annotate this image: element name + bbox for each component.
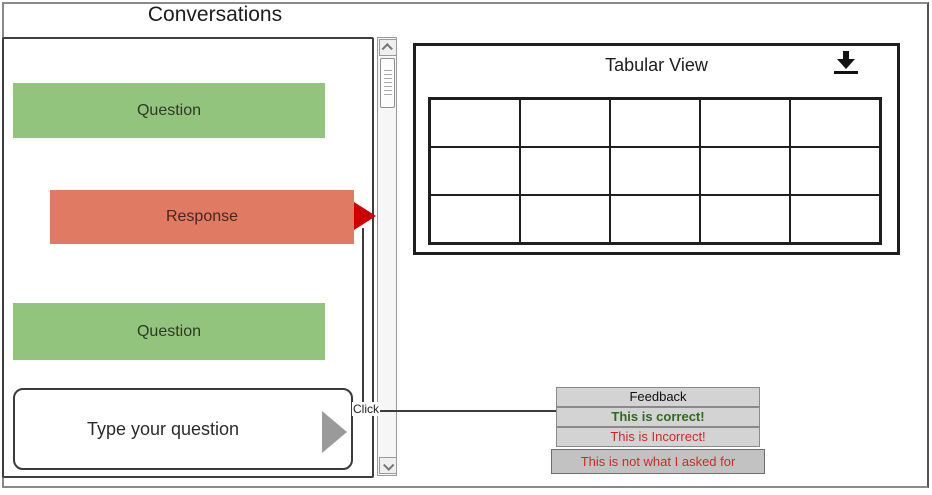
question-label: Question — [136, 322, 202, 340]
table-cell — [610, 195, 700, 243]
tabular-view-panel: Tabular View — [413, 43, 900, 255]
tabular-grid — [428, 97, 882, 245]
response-label: Response — [165, 208, 239, 225]
table-cell — [430, 99, 520, 147]
table-cell — [700, 99, 790, 147]
question-input[interactable]: Type your question — [13, 388, 353, 470]
table-cell — [610, 147, 700, 195]
scrollbar-grip-icon — [383, 70, 392, 96]
feedback-option-not-asked[interactable]: This is not what I asked for — [551, 449, 765, 474]
chevron-up-icon — [381, 42, 393, 54]
conversations-title: Conversations — [147, 3, 283, 26]
table-cell — [520, 147, 610, 195]
scroll-down-button[interactable] — [379, 457, 397, 474]
table-cell — [430, 195, 520, 243]
table-cell — [520, 195, 610, 243]
table-cell — [700, 147, 790, 195]
click-annotation: Click — [352, 402, 380, 416]
scrollbar-thumb[interactable] — [380, 58, 395, 108]
scrollbar[interactable] — [377, 37, 397, 476]
question-input-placeholder: Type your question — [86, 418, 240, 439]
scroll-up-button[interactable] — [379, 39, 397, 56]
table-cell — [790, 99, 880, 147]
send-triangle-icon[interactable] — [322, 411, 347, 453]
response-pointer-icon — [354, 202, 376, 230]
question-label: Question — [136, 101, 202, 119]
response-bubble: Response — [50, 190, 354, 244]
table-cell — [700, 195, 790, 243]
question-bubble-1: Question — [13, 83, 325, 138]
table-cell — [790, 195, 880, 243]
table-cell — [520, 99, 610, 147]
download-icon[interactable] — [833, 51, 859, 77]
feedback-header: Feedback — [556, 387, 760, 407]
table-cell — [430, 147, 520, 195]
question-bubble-2: Question — [13, 303, 325, 360]
connector-line-vertical — [362, 228, 364, 406]
chevron-down-icon — [383, 459, 395, 471]
feedback-option-incorrect[interactable]: This is Incorrect! — [556, 427, 760, 447]
table-cell — [790, 147, 880, 195]
table-cell — [610, 99, 700, 147]
connector-line-horizontal — [378, 410, 558, 412]
feedback-option-correct[interactable]: This is correct! — [556, 407, 760, 427]
tabular-view-title: Tabular View — [605, 55, 708, 75]
